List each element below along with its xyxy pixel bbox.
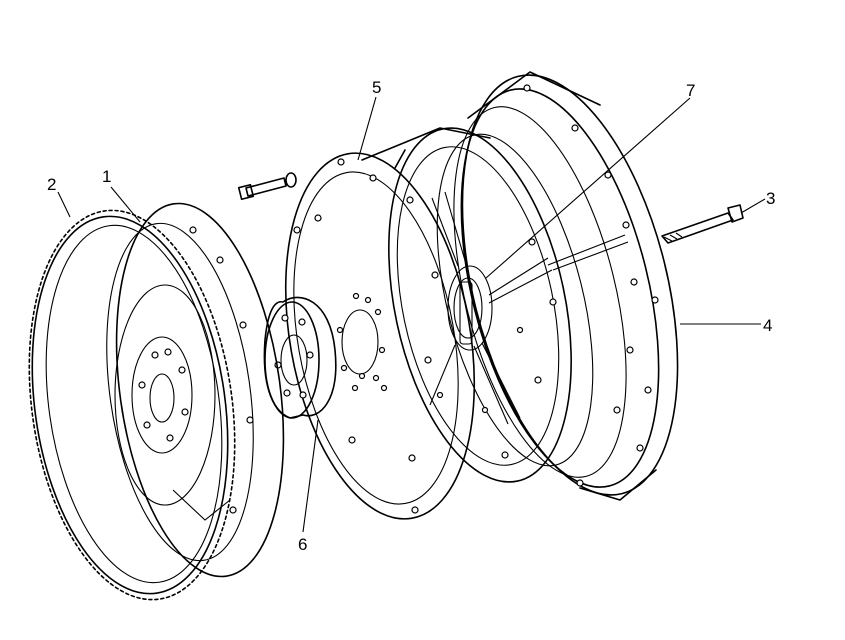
adapter-plate	[361, 127, 572, 483]
bolt	[661, 204, 744, 244]
ring-gear	[28, 209, 236, 601]
callout-1: 1	[102, 167, 111, 186]
callout-6: 6	[298, 535, 307, 554]
callout-7: 7	[686, 81, 695, 100]
flywheel	[106, 202, 285, 578]
callout-5: 5	[372, 78, 381, 97]
callout-4: 4	[763, 316, 772, 335]
leader-lines	[57, 96, 766, 533]
flex-plate	[284, 152, 476, 520]
spacer-hub	[263, 296, 337, 419]
callout-2: 2	[47, 175, 56, 194]
flywheel-housing	[436, 71, 679, 501]
callout-3: 3	[766, 189, 775, 208]
small-bolt	[237, 172, 297, 201]
